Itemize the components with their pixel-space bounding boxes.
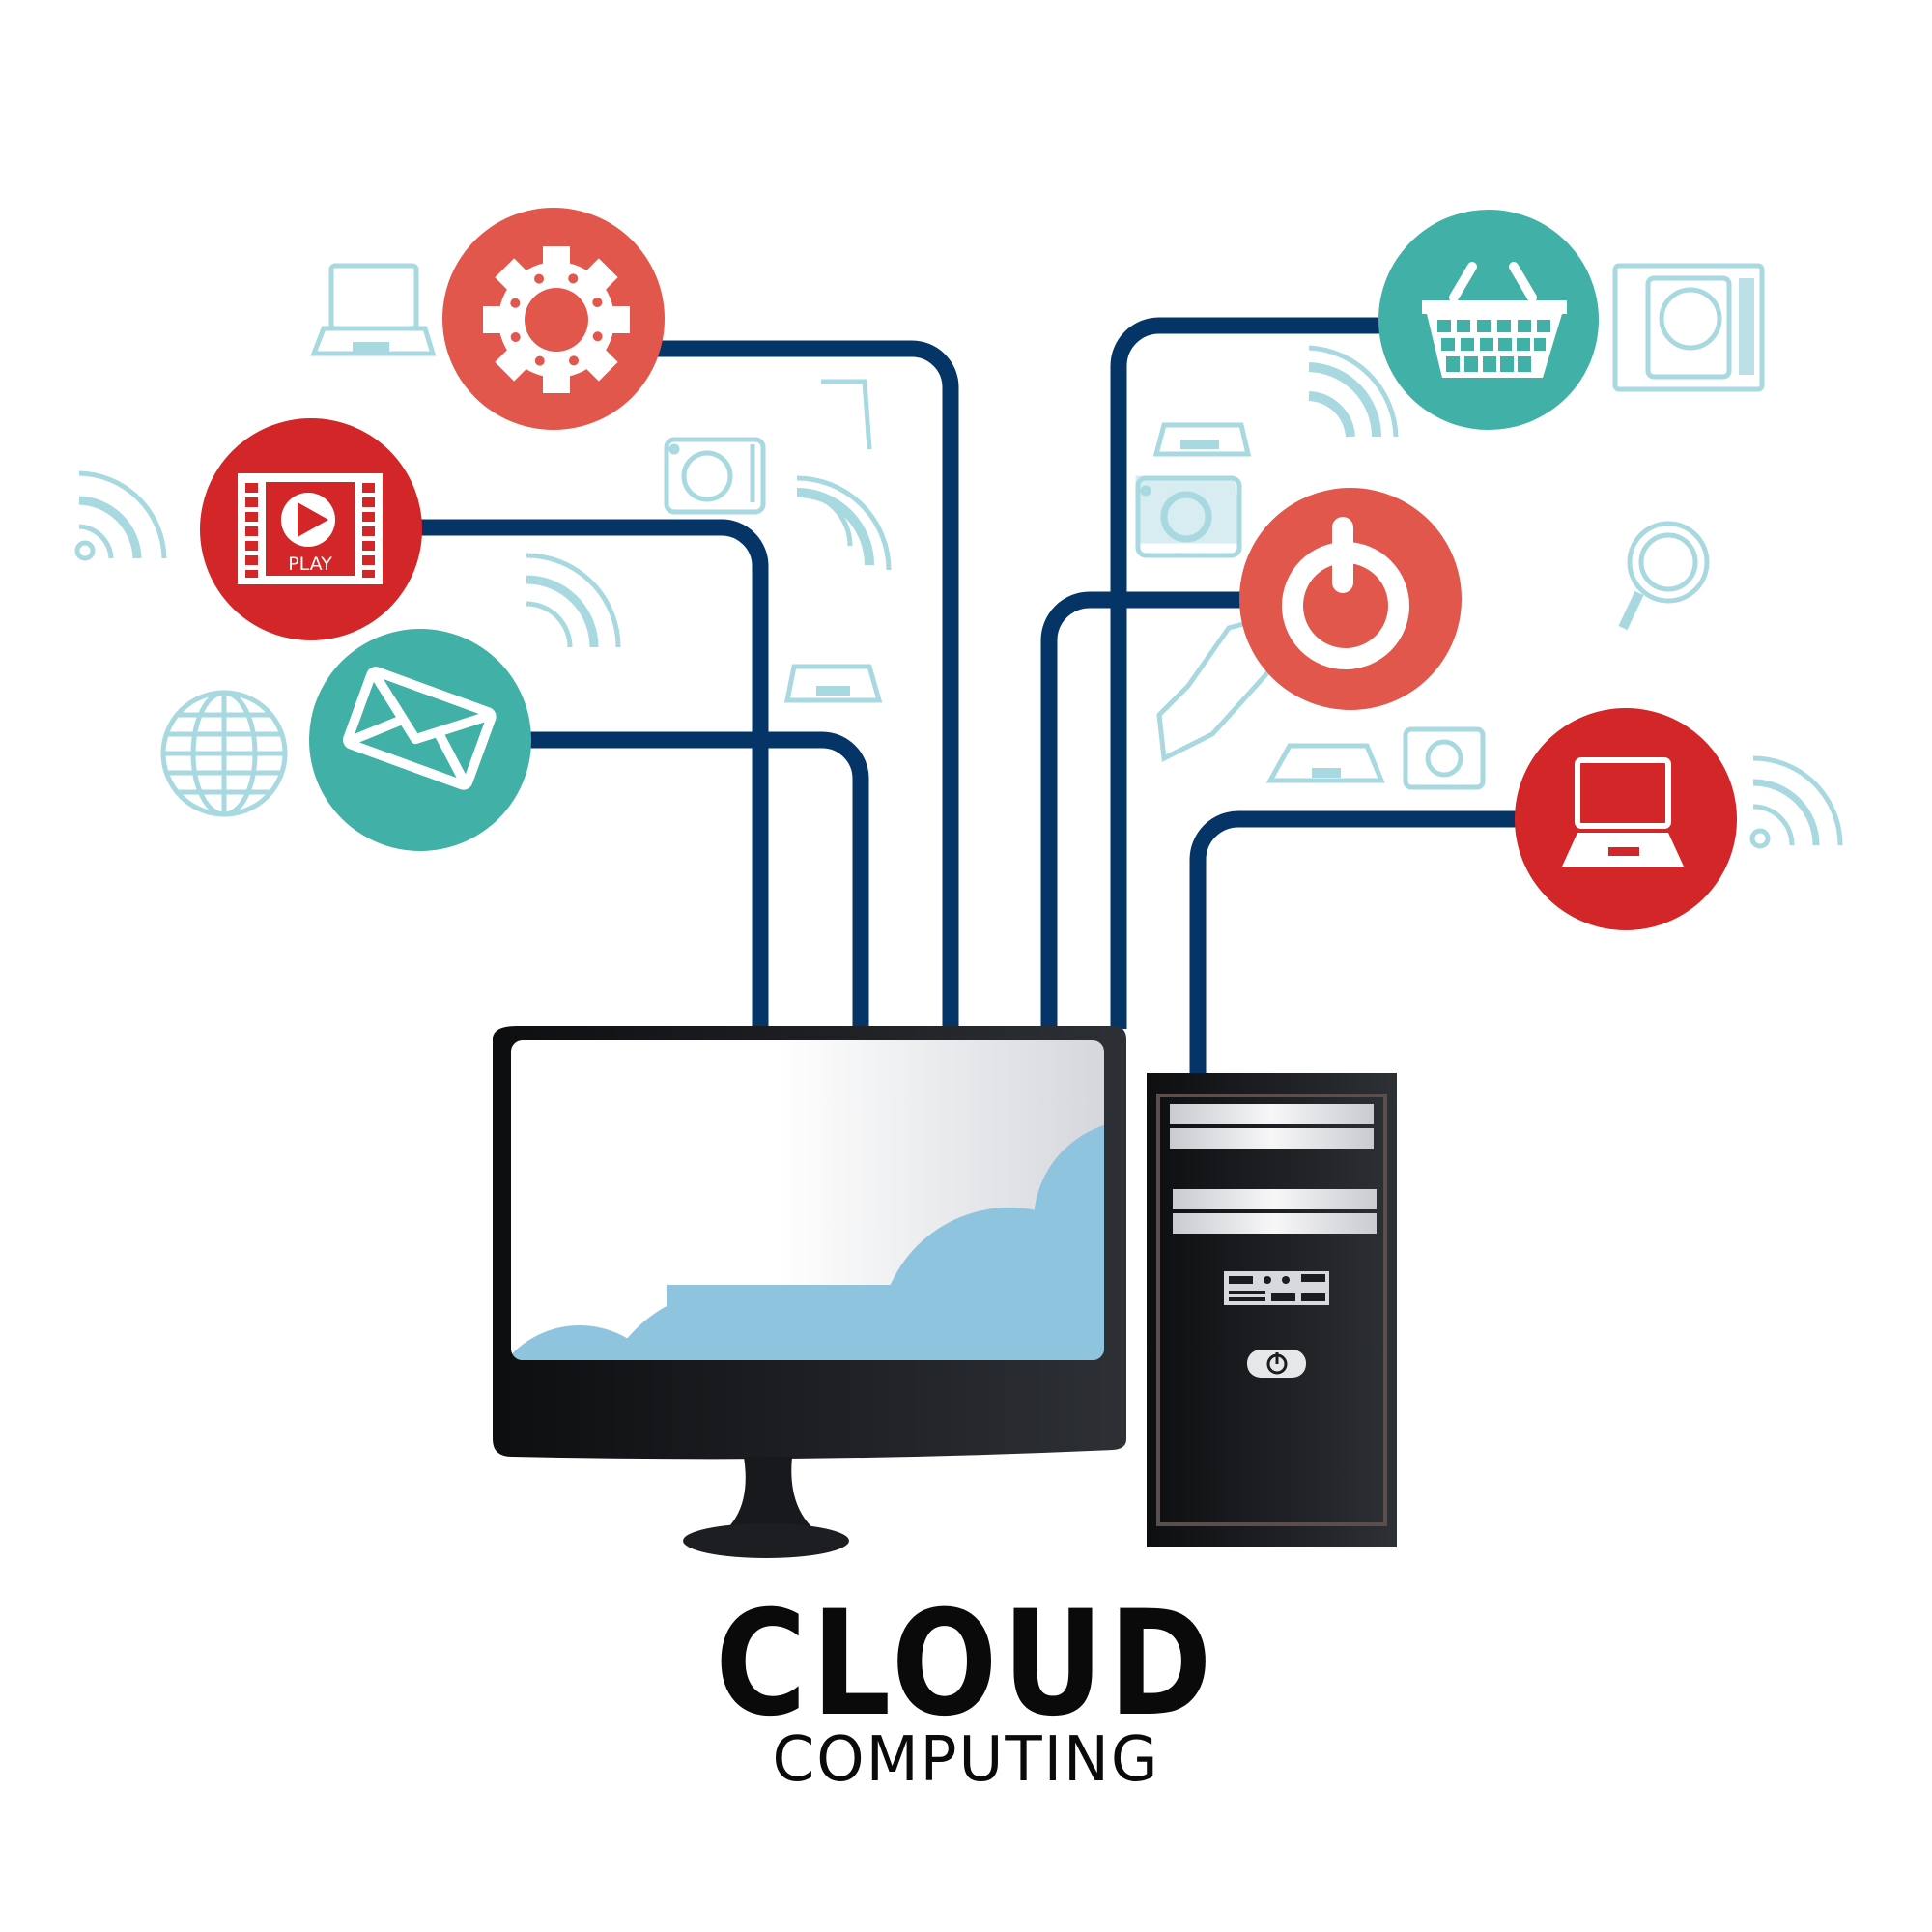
wifi-icon: [1749, 755, 1843, 849]
laptop-icon: [783, 664, 883, 703]
video-node[interactable]: PLAY: [200, 418, 422, 640]
drive-bay: [1173, 1213, 1377, 1234]
title-cloud: CLOUD: [715, 1580, 1217, 1748]
tower-power-button[interactable]: [1247, 1350, 1306, 1378]
laptop-icon: [310, 263, 437, 356]
desktop-monitor: [493, 1026, 1126, 1558]
title-computing: COMPUTING: [772, 1724, 1160, 1796]
video-play-icon: PLAY: [238, 473, 383, 584]
wifi-icon: [74, 470, 167, 561]
wifi-icon: [1308, 345, 1399, 438]
monitor-stand-neck: [724, 1457, 816, 1531]
cable-settings: [657, 340, 959, 1029]
cable-shopping: [1110, 317, 1381, 1029]
email-node[interactable]: [309, 629, 531, 851]
settings-node[interactable]: [442, 208, 665, 430]
power-icon: [1282, 517, 1409, 669]
envelope-icon: [343, 667, 497, 790]
laptop-node[interactable]: [1515, 708, 1737, 930]
monitor-stand-base: [683, 1523, 849, 1558]
cable-video: [417, 519, 769, 1029]
cable-laptop: [1189, 810, 1517, 1077]
laptop-icon: [1265, 743, 1385, 783]
pc-tower: [1147, 1073, 1397, 1547]
io-panel: [1224, 1271, 1329, 1305]
cloud-graphic: [511, 1121, 1104, 1360]
shopping-node[interactable]: [1378, 210, 1599, 430]
camera-icon: [664, 437, 766, 515]
camera-icon: [1403, 726, 1486, 790]
drive-bay: [1170, 1104, 1374, 1124]
magnifier-icon: [1618, 521, 1710, 631]
background-icons: [74, 263, 1843, 849]
cable-power: [1040, 591, 1241, 1029]
gear-icon: [483, 246, 630, 393]
drive-bay: [1173, 1189, 1377, 1209]
wifi-icon: [526, 553, 621, 648]
phone-icon: [821, 379, 872, 450]
shopping-basket-icon: [1422, 262, 1567, 378]
film-icon: [1612, 263, 1765, 392]
laptop-icon: [1562, 757, 1684, 867]
drive-bay: [1170, 1128, 1374, 1149]
camera-icon: [1135, 475, 1242, 558]
globe-icon: [160, 690, 288, 817]
cable-email: [526, 731, 869, 1029]
power-node[interactable]: [1239, 488, 1462, 710]
wifi-icon: [796, 475, 892, 571]
laptop-icon: [1152, 422, 1252, 457]
play-label: PLAY: [288, 554, 332, 575]
network-cables: [417, 317, 1517, 1077]
